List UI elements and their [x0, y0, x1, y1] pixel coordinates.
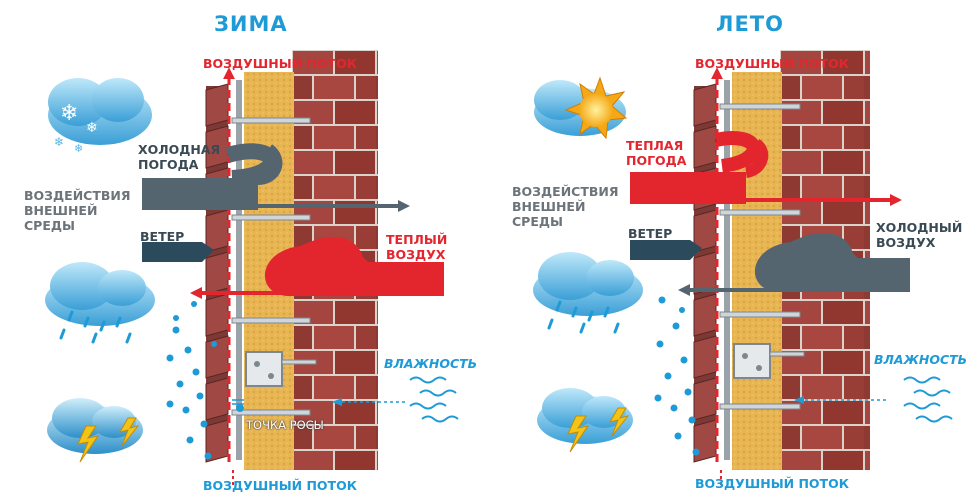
summer-panel: ЛЕТО ВОЗДУШНЫЙ ПОТОК ТЕПЛАЯ ПОГОДА ВОЗДЕ… [490, 0, 980, 500]
mounting-bracket [733, 343, 805, 379]
inner-air-label-line1: ХОЛОДНЫЙ [876, 220, 963, 235]
inner-air-label: ХОЛОДНЫЙ ВОЗДУХ [876, 220, 962, 250]
weather-label-line1: ХОЛОДНАЯ [138, 142, 221, 157]
rain-drops [166, 301, 217, 460]
air-flow-bottom-label: ВОЗДУШНЫЙ ПОТОК [695, 476, 849, 491]
environment-label-line1: ВОЗДЕЙСТВИЯ [24, 188, 131, 203]
air-flow-top-label: ВОЗДУШНЫЙ ПОТОК [695, 56, 849, 71]
humidity-label: ВЛАЖНОСТЬ [384, 356, 478, 371]
environment-label-line2: ВНЕШНЕЙ [24, 203, 98, 218]
humidity-label: ВЛАЖНОСТЬ [874, 352, 968, 367]
environment-label: ВОЗДЕЙСТВИЯ ВНЕШНЕЙ СРЕДЫ [512, 184, 618, 229]
weather-label: ТЕПЛАЯ ПОГОДА [626, 138, 687, 168]
facade-siding [205, 83, 229, 463]
winter-panel: ❄ ❄ ❄ ❄ [24, 12, 478, 493]
wind-label: ВЕТЕР [628, 226, 673, 241]
wind-arrow [630, 240, 702, 260]
anchor-bolts [231, 117, 311, 416]
inner-air-label: ТЕПЛЫЙ ВОЗДУХ [386, 232, 447, 262]
summer-diagram [533, 50, 953, 485]
dew-point-marker [232, 399, 244, 412]
dew-point-label: ТОЧКА РОСЫ [246, 418, 324, 432]
guide-rail [724, 80, 730, 460]
svg-text:❄: ❄ [74, 142, 83, 155]
environment-label-line3: СРЕДЫ [24, 218, 75, 233]
panel-title: ЛЕТО [716, 12, 784, 36]
cold-air-arrow [754, 242, 910, 292]
warm-air-arrow [264, 246, 444, 296]
inner-air-label-line1: ТЕПЛЫЙ [386, 232, 448, 247]
humidity-waves [409, 376, 459, 423]
rain-drops [654, 296, 700, 456]
humidity-waves [903, 376, 953, 423]
storm-cloud-icon [537, 388, 633, 453]
storm-cloud-icon [47, 398, 143, 463]
environment-label-line3: СРЕДЫ [512, 214, 563, 229]
rain-cloud-icon [533, 252, 643, 334]
snow-cloud-icon: ❄ ❄ ❄ ❄ [48, 78, 152, 155]
environment-label: ВОЗДЕЙСТВИЯ ВНЕШНЕЙ СРЕДЫ [24, 188, 130, 233]
sun-icon [534, 76, 628, 140]
panel-title: ЗИМА [214, 12, 288, 36]
winter-diagram: ❄ ❄ ❄ ❄ [45, 50, 459, 485]
svg-text:❄: ❄ [60, 101, 78, 126]
environment-label-line1: ВОЗДЕЙСТВИЯ [512, 184, 619, 199]
weather-label-line2: ПОГОДА [626, 153, 687, 168]
svg-text:❄: ❄ [54, 135, 64, 149]
rain-cloud-icon [45, 262, 155, 344]
inner-air-label-line2: ВОЗДУХ [876, 235, 936, 250]
svg-text:❄: ❄ [86, 120, 98, 136]
environment-label-line2: ВНЕШНЕЙ [512, 199, 586, 214]
wind-arrow [142, 242, 214, 262]
air-flow-top-label: ВОЗДУШНЫЙ ПОТОК [203, 56, 357, 71]
weather-label: ХОЛОДНАЯ ПОГОДА [138, 142, 220, 172]
environment-arrow [142, 178, 258, 210]
guide-rail [236, 80, 242, 460]
warm-curl-arrow [714, 131, 761, 173]
anchor-bolts [719, 103, 801, 410]
wind-label: ВЕТЕР [140, 229, 185, 244]
weather-label-line1: ТЕПЛАЯ [626, 138, 684, 153]
mounting-bracket [245, 351, 317, 387]
facade-siding [693, 83, 717, 463]
weather-label-line2: ПОГОДА [138, 157, 199, 172]
environment-arrow [630, 172, 746, 204]
inner-air-label-line2: ВОЗДУХ [386, 247, 446, 262]
air-flow-bottom-label: ВОЗДУШНЫЙ ПОТОК [203, 478, 357, 493]
